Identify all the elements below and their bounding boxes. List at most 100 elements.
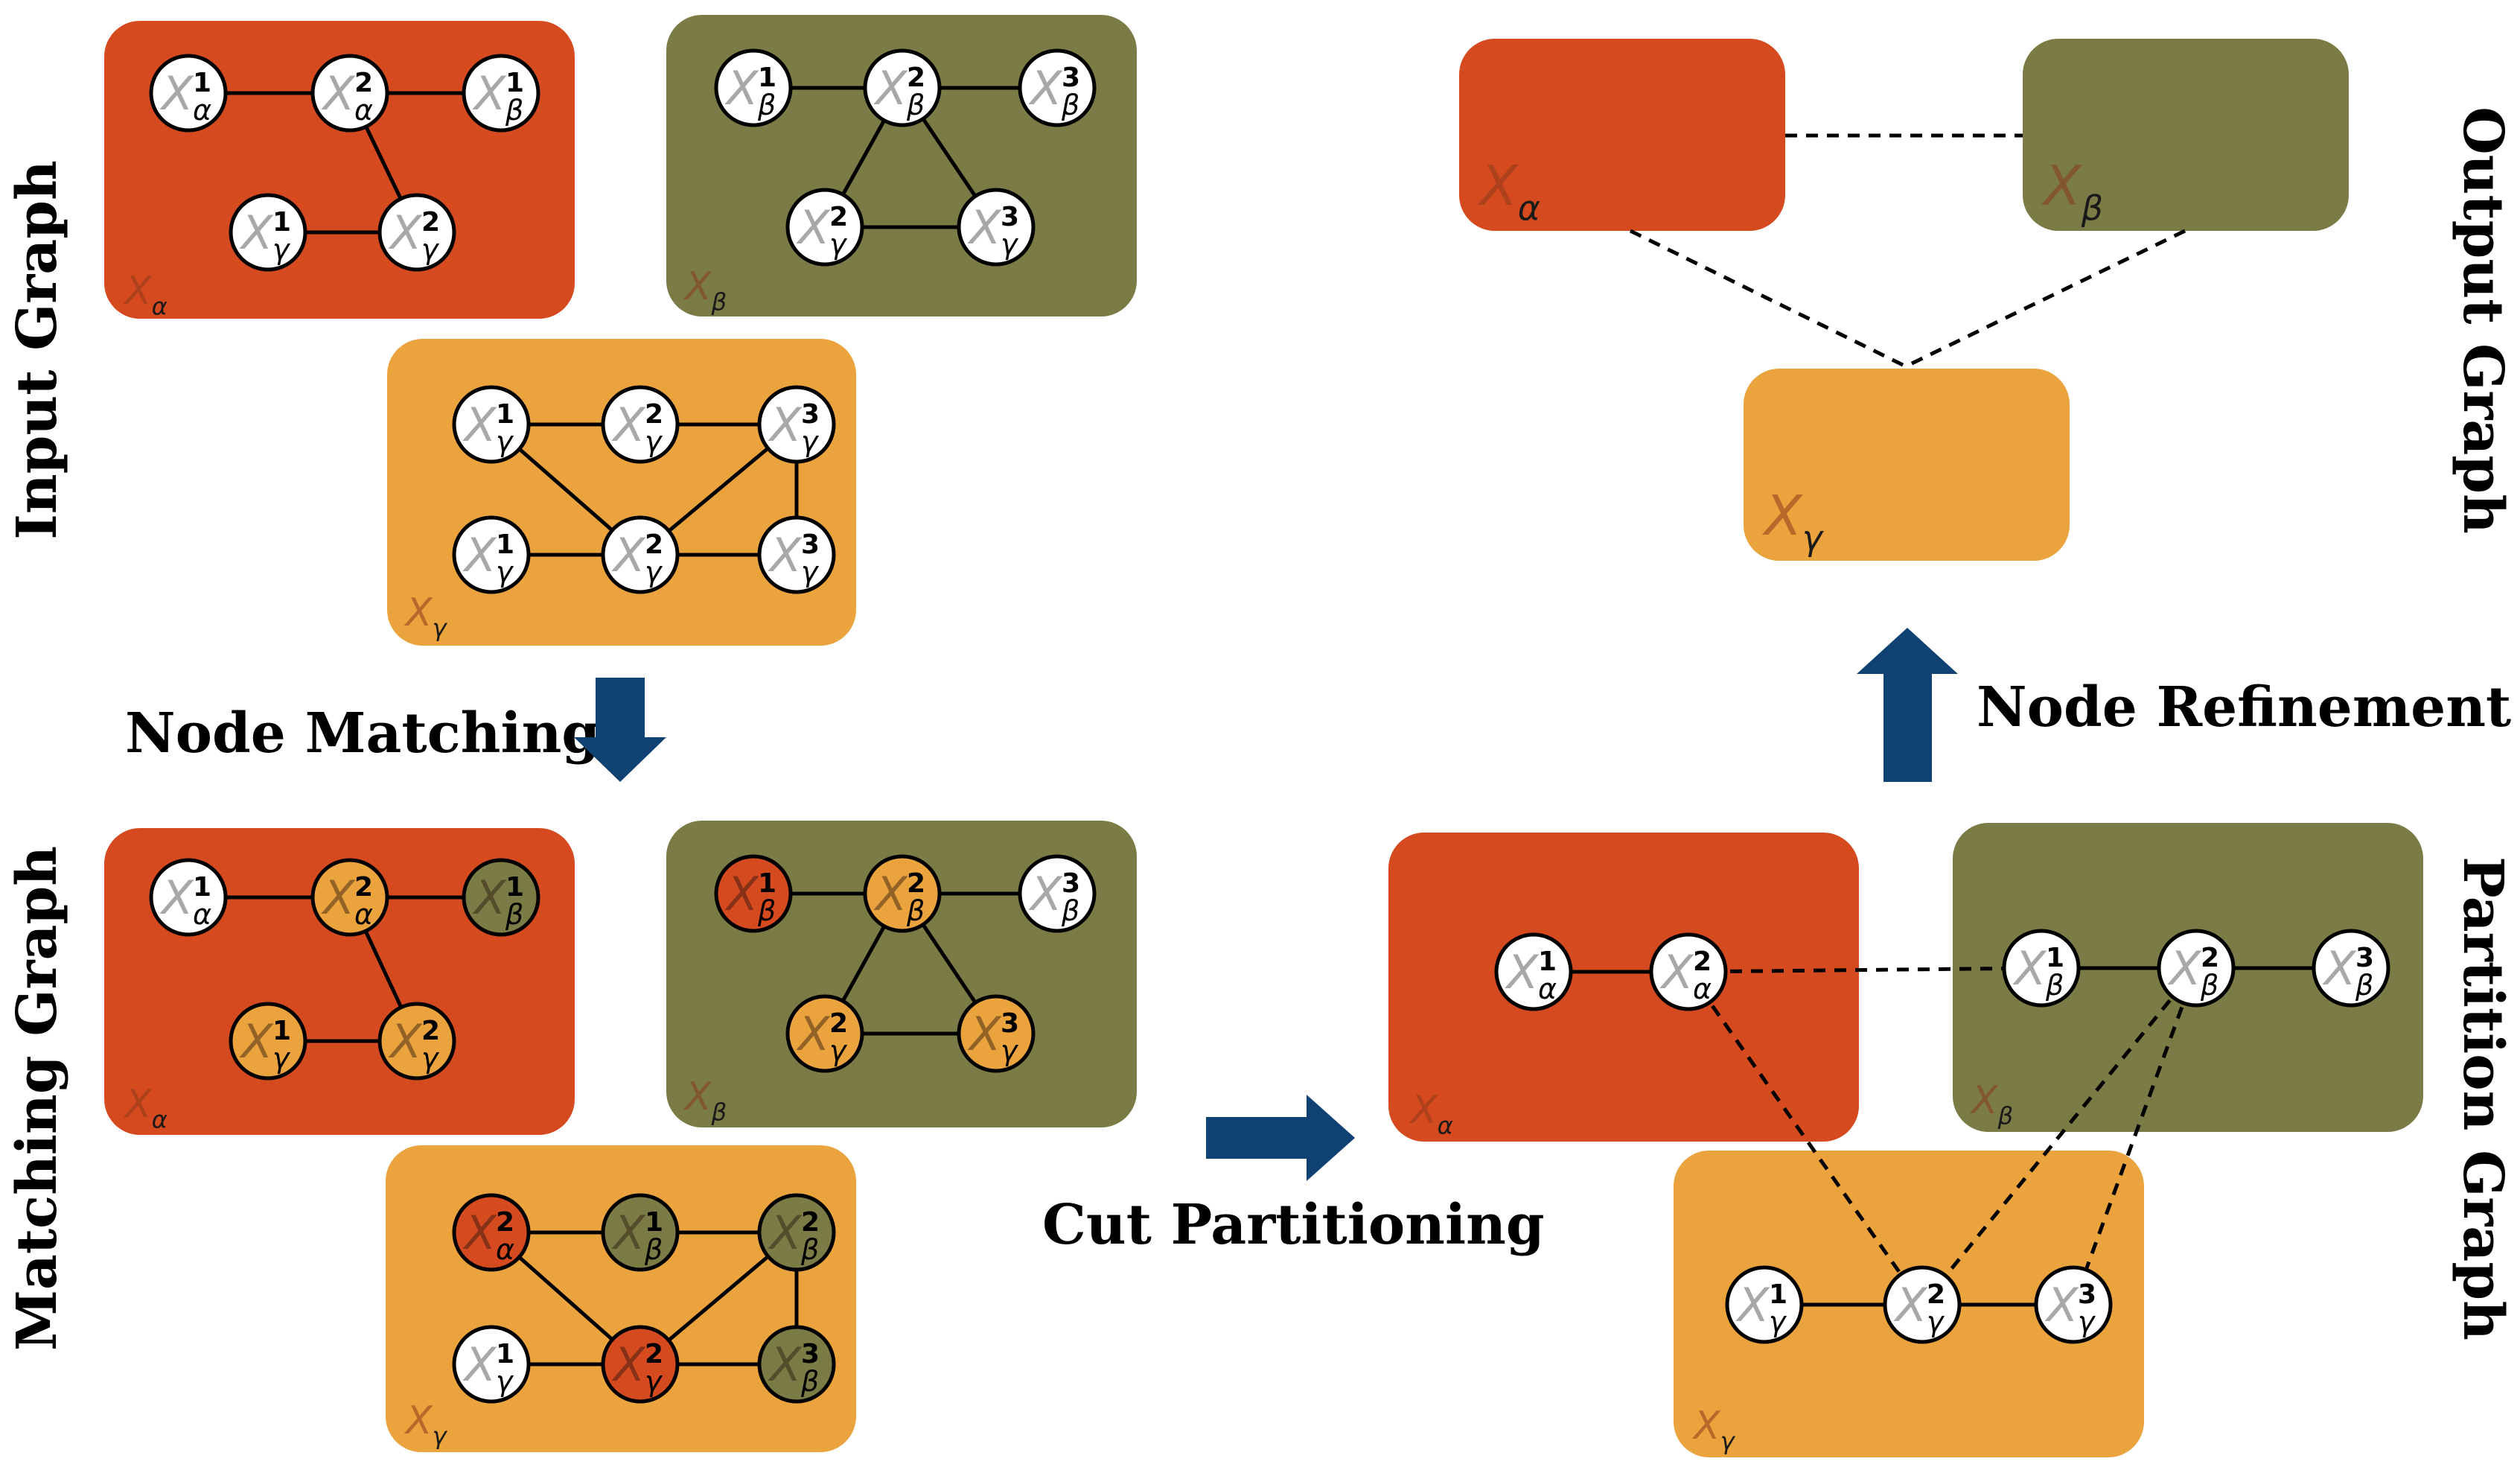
- node-group: γ: [496, 1365, 514, 1398]
- node-group: γ: [496, 556, 514, 588]
- node-circle: [1018, 854, 1097, 933]
- node-symbol: X: [472, 871, 507, 925]
- node-circle: [452, 1325, 531, 1404]
- node-symbol: X: [2167, 941, 2202, 996]
- node-circle: [601, 515, 680, 594]
- node-group: β: [906, 894, 925, 927]
- node-symbol: X: [768, 528, 803, 582]
- node-circle: [2312, 929, 2390, 1008]
- input-box-gamma: [387, 339, 856, 646]
- node-symbol: X: [611, 1206, 646, 1260]
- node-symbol: X: [462, 1206, 497, 1260]
- node-symbol: X: [796, 200, 831, 255]
- node-circle: [2002, 929, 2081, 1008]
- matching-beta-label: Xβ: [683, 1075, 727, 1127]
- partition-graph-label: Partition Graph: [2451, 856, 2515, 1340]
- node-circle: [229, 1002, 307, 1081]
- node-circle: [757, 1325, 836, 1404]
- node-symbol: X: [388, 1014, 423, 1069]
- node-symbol: X: [321, 871, 356, 925]
- node-group: β: [906, 89, 925, 121]
- node-index: 2: [1927, 1279, 1945, 1310]
- node-circle: [785, 188, 864, 267]
- node-symbol: X: [159, 66, 194, 121]
- node-group: α: [1693, 973, 1712, 1005]
- input-alpha-label: Xα: [123, 269, 168, 321]
- node-group: γ: [829, 1034, 848, 1067]
- node-group: β: [644, 1233, 663, 1266]
- node-group: β: [800, 1365, 819, 1398]
- node-group: α: [354, 898, 373, 931]
- node-index: 3: [2355, 943, 2374, 973]
- node-index: 3: [1062, 868, 1080, 899]
- node-index: 3: [2078, 1279, 2096, 1310]
- node-circle: [377, 193, 456, 272]
- node-index: 1: [272, 1016, 291, 1046]
- node-group: α: [193, 898, 211, 931]
- output-gamma-label: Xγ: [1761, 484, 1825, 559]
- node-index: 2: [829, 202, 848, 232]
- partition-gamma-label: Xγ: [1691, 1404, 1736, 1456]
- node-group: β: [1061, 89, 1079, 121]
- node-circle: [2034, 1265, 2113, 1344]
- node-circle: [2157, 929, 2236, 1008]
- node-index: 3: [1062, 63, 1080, 93]
- node-group: β: [757, 894, 776, 927]
- node-index: 3: [1001, 202, 1019, 232]
- matching-gamma-label: Xγ: [403, 1399, 448, 1451]
- arrow-down-icon: [574, 678, 666, 782]
- node-symbol: X: [2012, 941, 2047, 996]
- node-symbol: X: [2322, 941, 2357, 996]
- node-index: 1: [1769, 1279, 1787, 1310]
- node-circle: [310, 54, 389, 133]
- arrow-up-icon: [1857, 628, 1958, 782]
- node-index: 3: [801, 399, 820, 430]
- node-symbol: X: [768, 398, 803, 452]
- matching-graph-label: Matching Graph: [5, 846, 69, 1351]
- node-index: 1: [1538, 946, 1557, 977]
- node-index: 1: [496, 1339, 514, 1369]
- node-circle: [1725, 1265, 1804, 1344]
- output-edge: [1904, 229, 2186, 369]
- node-group: β: [2045, 969, 2064, 1002]
- cut-partitioning-caption: Cut Partitioning: [1042, 1193, 1545, 1257]
- node-group: γ: [829, 228, 848, 261]
- node-circle: [757, 515, 836, 594]
- node-group: β: [505, 94, 523, 127]
- node-circle: [229, 193, 307, 272]
- node-symbol: X: [388, 206, 423, 260]
- node-symbol: X: [796, 1007, 831, 1061]
- node-symbol: X: [768, 1337, 803, 1392]
- node-symbol: X: [724, 61, 759, 115]
- node-group: β: [2355, 969, 2373, 1002]
- node-index: 2: [1693, 946, 1712, 977]
- node-circle: [462, 54, 540, 133]
- node-index: 3: [1001, 1008, 1019, 1039]
- output-box-gamma: [1744, 369, 2070, 561]
- input-gamma-label: Xγ: [403, 591, 448, 643]
- node-group: γ: [1001, 228, 1019, 261]
- output-alpha-label: Xα: [1477, 154, 1540, 229]
- output-edge: [1629, 229, 1907, 369]
- node-circle: [462, 858, 540, 937]
- node-group: γ: [2078, 1305, 2096, 1338]
- node-circle: [863, 48, 942, 127]
- node-circle: [714, 48, 793, 127]
- node-index: 1: [193, 872, 211, 903]
